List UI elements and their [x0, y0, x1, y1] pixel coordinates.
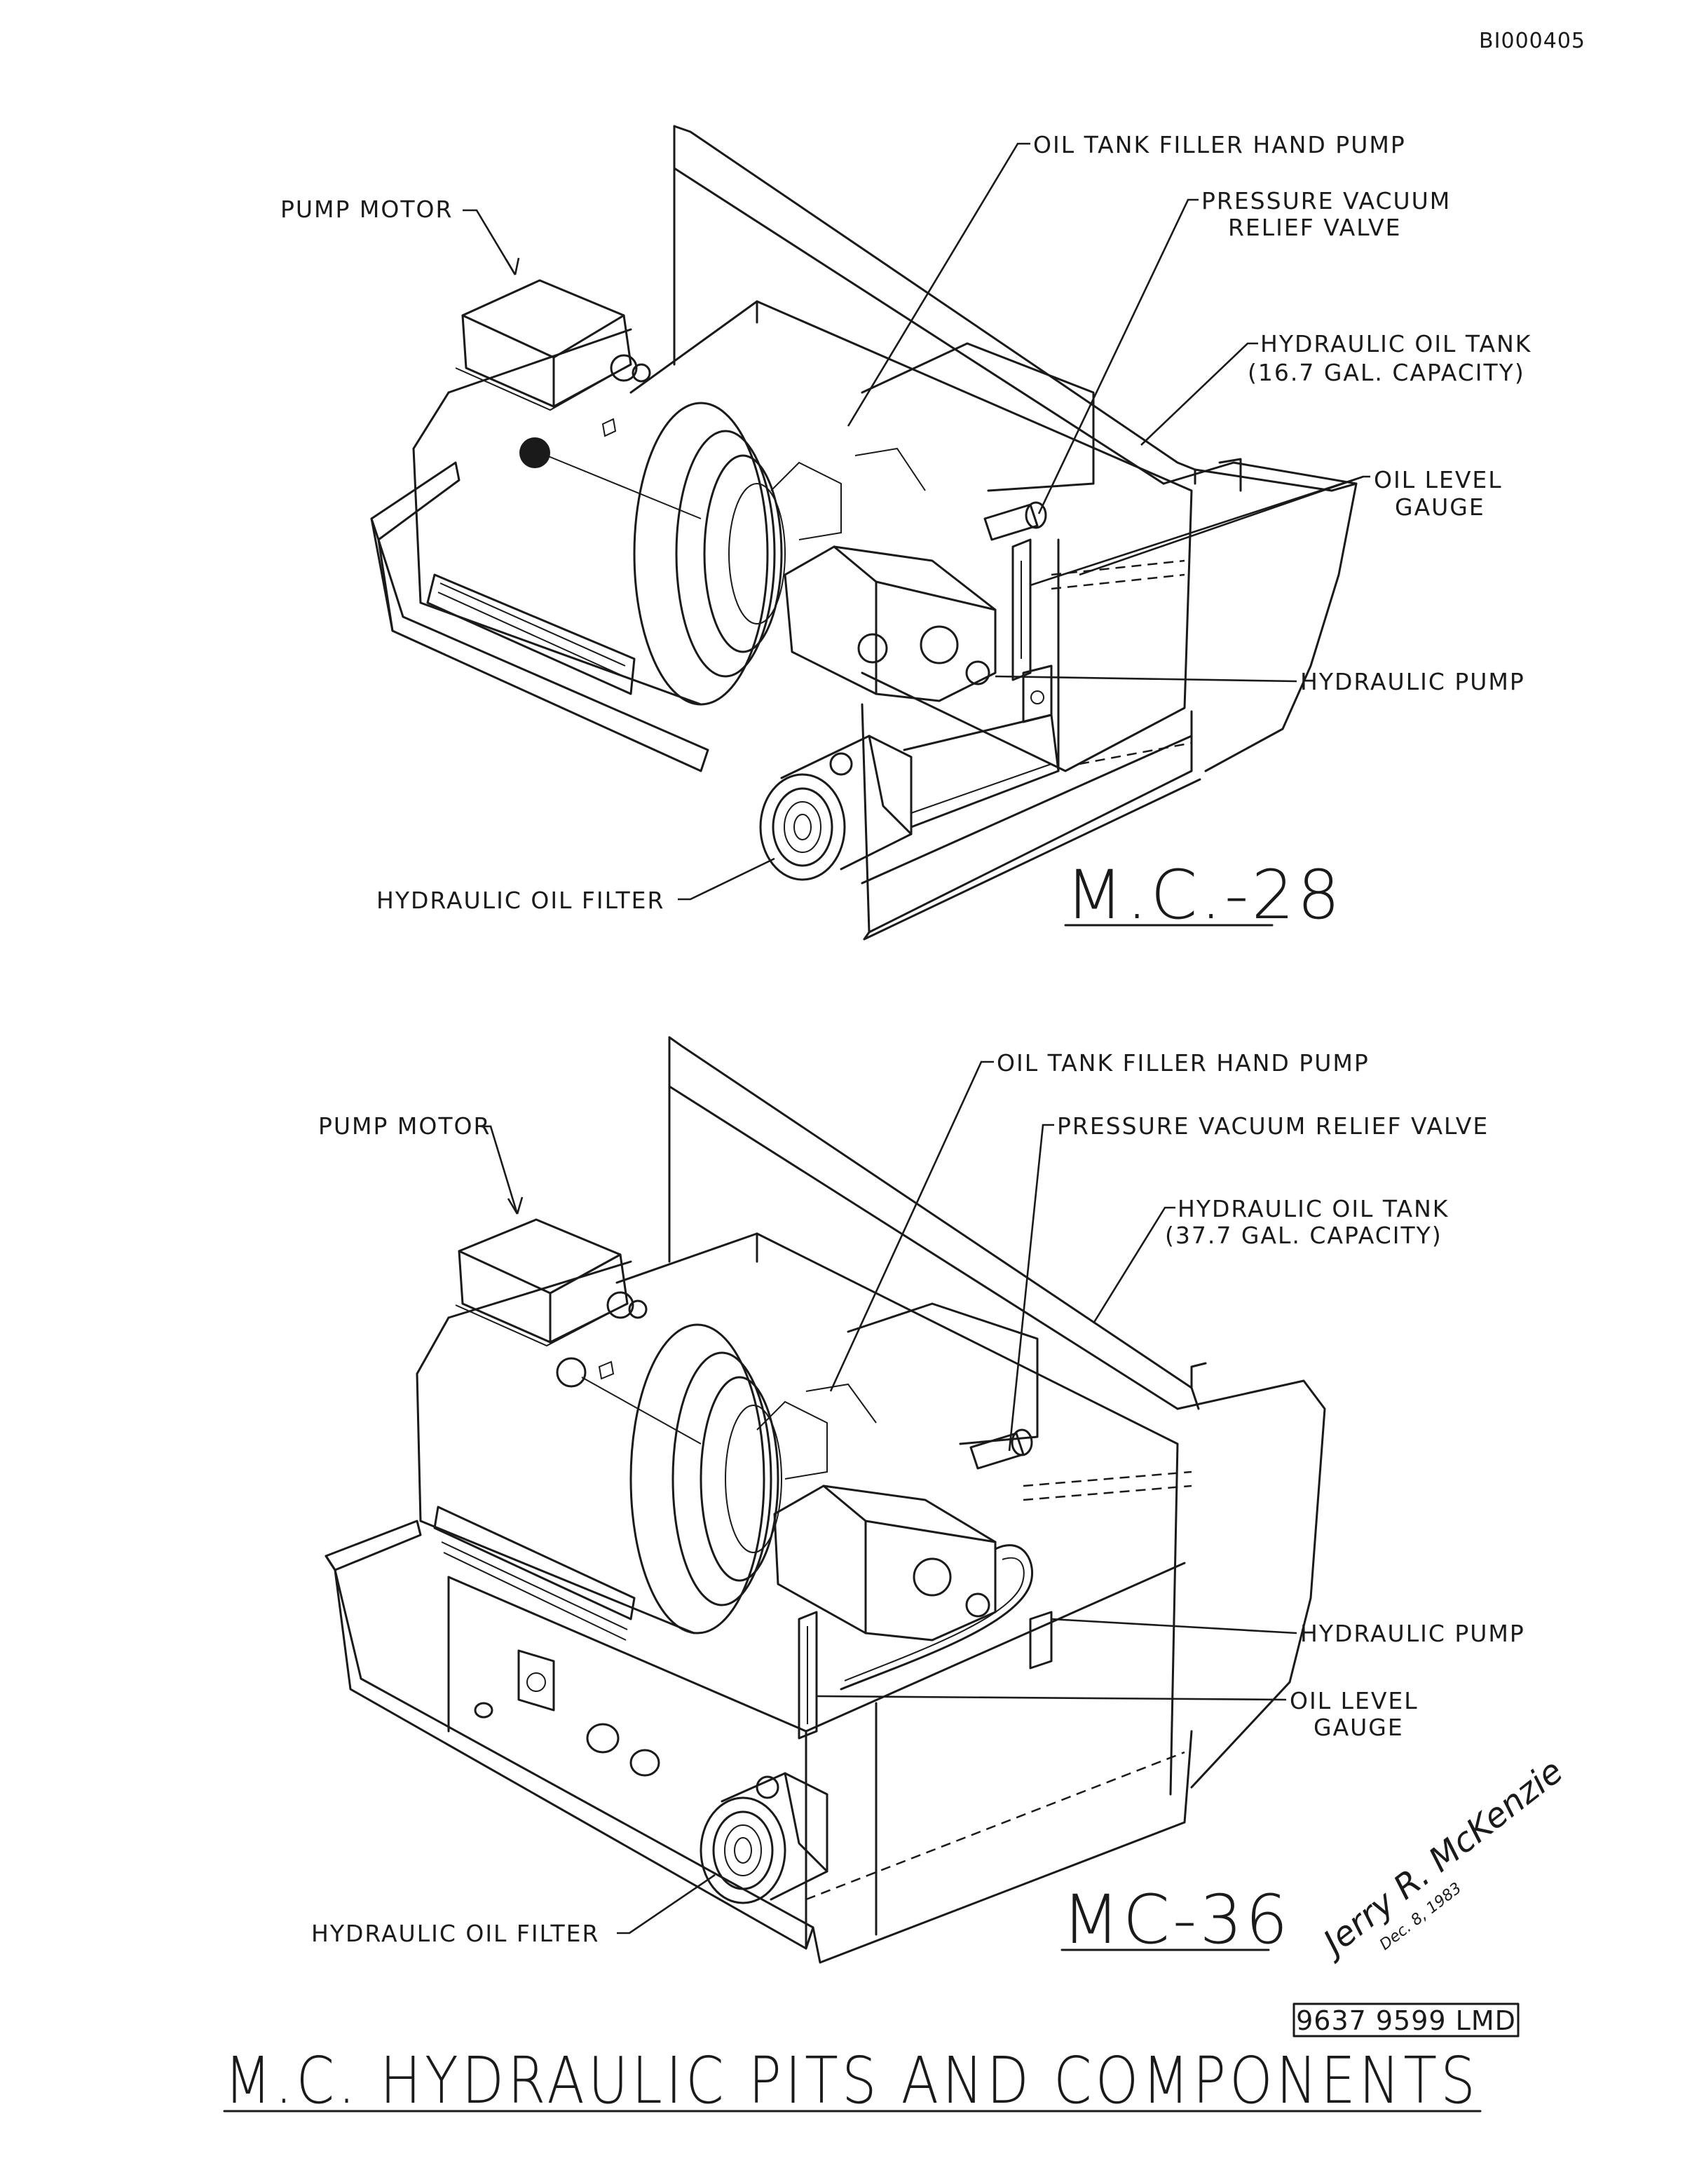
mc36-illustration — [325, 1036, 1326, 1964]
label-hydraulic-pump-28: HYDRAULIC PUMP — [1300, 668, 1525, 695]
signature: Jerry R. McKenzie Dec. 8, 1983 — [1312, 1752, 1571, 1965]
reference-number: 9637 9599 LMD — [1296, 2005, 1516, 2036]
label-relief-valve-28-line2: RELIEF VALVE — [1228, 214, 1401, 241]
label-filler-hand-pump-28: OIL TANK FILLER HAND PUMP — [1033, 131, 1406, 158]
document-id: BI000405 — [1479, 29, 1585, 53]
label-oil-level-36-line1: OIL LEVEL — [1290, 1687, 1419, 1714]
mc28-leaders — [463, 142, 1370, 901]
reference-number-box — [1292, 2002, 1520, 2038]
label-oil-tank-36-line2: (37.7 GAL. CAPACITY) — [1165, 1222, 1442, 1249]
label-filler-hand-pump-36: OIL TANK FILLER HAND PUMP — [997, 1049, 1370, 1077]
label-relief-valve-28-line1: PRESSURE VACUUM — [1201, 187, 1451, 214]
leader-pump-36 — [1051, 1618, 1297, 1634]
mc28-illustration — [370, 125, 1358, 941]
leader-relief-36 — [1008, 1124, 1054, 1452]
leader-tank-36 — [1092, 1206, 1175, 1324]
signature-name: Jerry R. McKenzie — [1312, 1752, 1571, 1965]
drawing-title: M.C. HYDRAULIC PITS AND COMPONENTS — [224, 2043, 1479, 2118]
label-pump-motor-28: PUMP MOTOR — [280, 196, 453, 223]
leader-filter-28 — [678, 857, 775, 901]
leader-gauge-36 — [816, 1695, 1287, 1701]
leader-filler-28 — [847, 142, 1030, 427]
leader-tank-28 — [1140, 342, 1258, 446]
label-relief-valve-36: PRESSURE VACUUM RELIEF VALVE — [1057, 1112, 1489, 1140]
label-pump-motor-36: PUMP MOTOR — [318, 1112, 491, 1140]
label-oil-level-28-line2: GAUGE — [1395, 493, 1485, 521]
label-hydraulic-pump-36: HYDRAULIC PUMP — [1300, 1620, 1525, 1647]
leader-pump-28 — [995, 675, 1297, 683]
model-label-mc28: M.C.-28 — [1065, 856, 1343, 934]
leader-gauge-28 — [1030, 475, 1370, 587]
label-oil-filter-28: HYDRAULIC OIL FILTER — [376, 887, 664, 914]
mc36-leaders — [481, 1060, 1297, 1934]
label-oil-level-28-line1: OIL LEVEL — [1374, 466, 1503, 493]
label-oil-tank-28-line1: HYDRAULIC OIL TANK — [1260, 330, 1531, 357]
leader-pump-motor-36 — [481, 1125, 519, 1215]
label-oil-level-36-line2: GAUGE — [1314, 1714, 1404, 1741]
label-oil-filter-36: HYDRAULIC OIL FILTER — [311, 1920, 599, 1947]
leader-filler-36 — [829, 1060, 994, 1392]
label-oil-tank-28-line2: (16.7 GAL. CAPACITY) — [1248, 359, 1525, 386]
leader-pump-motor-28 — [463, 209, 517, 275]
leader-filter-36 — [617, 1874, 716, 1934]
leader-relief-28 — [1037, 198, 1199, 514]
label-oil-tank-36-line1: HYDRAULIC OIL TANK — [1178, 1195, 1449, 1222]
model-label-mc36: MC-36 — [1062, 1881, 1291, 1959]
